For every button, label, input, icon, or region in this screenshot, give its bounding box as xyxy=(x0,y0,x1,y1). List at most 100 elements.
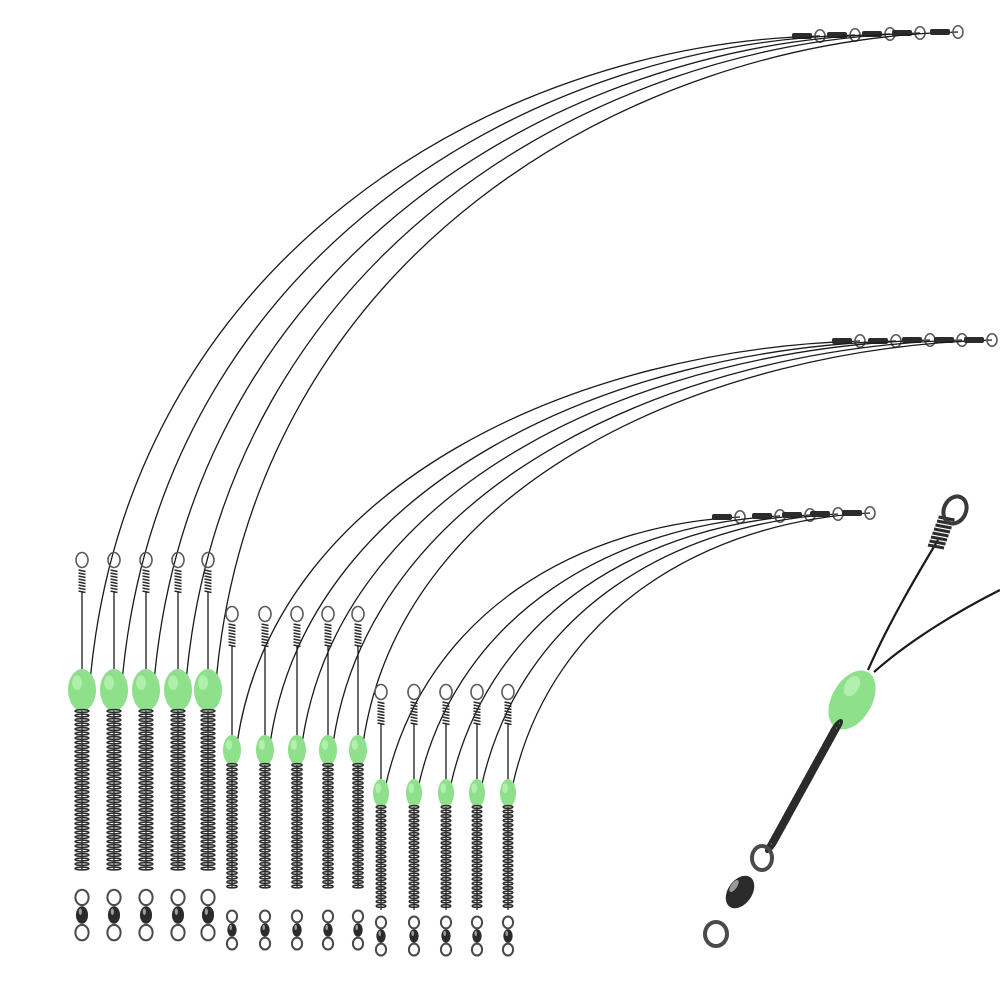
spring-coil-icon xyxy=(106,708,122,871)
snap-swivel-icon xyxy=(200,888,216,942)
glow-bead-icon xyxy=(319,735,337,765)
loop-eye-icon xyxy=(225,605,239,623)
wire-arc xyxy=(153,33,891,678)
rig-3-1 xyxy=(373,683,389,957)
loop-eye-icon xyxy=(854,333,866,349)
spring-coil-icon xyxy=(502,804,514,910)
loop-eye-icon xyxy=(986,332,998,348)
rig-3-2 xyxy=(406,683,422,957)
glow-bead-icon xyxy=(349,735,367,765)
loop-eye-icon xyxy=(439,683,453,701)
glow-bead-icon xyxy=(256,735,274,765)
snap-swivel-icon xyxy=(106,888,122,942)
glow-bead-icon xyxy=(438,779,454,807)
glow-bead-icon xyxy=(469,779,485,807)
crimp-sleeve xyxy=(228,623,236,648)
closeup-wire xyxy=(873,589,1000,673)
snap-swivel-icon xyxy=(321,909,335,951)
snap-swivel-icon xyxy=(170,888,186,942)
crimp-sleeve xyxy=(377,701,385,726)
glow-bead-icon xyxy=(68,669,96,711)
spring-coil-icon xyxy=(291,762,303,889)
spring-coil-icon xyxy=(259,762,271,889)
glow-bead-icon xyxy=(288,735,306,765)
loop-eye-icon xyxy=(171,551,185,569)
crimp-sleeve xyxy=(354,623,362,648)
rig-2-3 xyxy=(288,605,306,951)
glow-bead-icon xyxy=(406,779,422,807)
crimp-sleeve xyxy=(204,569,212,594)
wire-arc xyxy=(215,31,959,678)
glow-bead-icon xyxy=(223,735,241,765)
crimp-sleeve xyxy=(174,569,182,594)
rig-1-5 xyxy=(194,551,222,942)
loop-eye-icon xyxy=(941,494,969,526)
arc-end-crimp xyxy=(832,338,852,344)
spring-coil-icon xyxy=(352,762,364,889)
spring-coil-icon xyxy=(375,804,387,910)
snap-swivel-icon xyxy=(290,909,304,951)
wire-arc xyxy=(418,515,781,785)
wire-arc xyxy=(481,513,839,785)
snap-swivel-icon xyxy=(258,909,272,951)
arc-end-crimp xyxy=(782,512,802,518)
loop-eye-icon xyxy=(139,551,153,569)
crimp-sleeve xyxy=(78,569,86,594)
rig-3-5 xyxy=(500,683,516,957)
snap-swivel-icon xyxy=(225,909,239,951)
glow-bead-icon xyxy=(132,669,160,711)
glow-bead-icon xyxy=(500,779,516,807)
rig-bodies xyxy=(68,551,516,957)
glow-bead-icon xyxy=(194,669,222,711)
loop-eye-icon xyxy=(258,605,272,623)
loop-eye-icon xyxy=(75,551,89,569)
crimp-sleeve xyxy=(410,701,418,726)
loop-eye-icon xyxy=(374,683,388,701)
wire-arc xyxy=(385,516,741,785)
rig-3-4 xyxy=(469,683,485,957)
loop-eye-icon xyxy=(407,683,421,701)
wire-arc xyxy=(332,339,963,742)
wire-arc xyxy=(269,340,897,742)
arc-end-crimp xyxy=(842,510,862,516)
spring-coil-icon xyxy=(408,804,420,910)
crimp-sleeve xyxy=(261,623,269,648)
wire-arc xyxy=(301,339,931,742)
loop-eye-icon xyxy=(864,505,876,521)
wire-arc xyxy=(236,340,861,742)
rig-1-4 xyxy=(164,551,192,942)
rig-1-3 xyxy=(132,551,160,942)
rig-1-2 xyxy=(100,551,128,942)
loop-eye-icon xyxy=(952,24,964,40)
wire-arc xyxy=(121,34,856,678)
loop-eye-icon xyxy=(501,683,515,701)
loop-eye-icon xyxy=(470,683,484,701)
arc-end-crimp xyxy=(712,514,732,520)
crimp-sleeve xyxy=(442,701,450,726)
crimp-sleeve xyxy=(473,701,481,726)
rig-2-4 xyxy=(319,605,337,951)
loop-eye-icon xyxy=(321,605,335,623)
spring-coil-icon xyxy=(138,708,154,871)
crimp-sleeve xyxy=(142,569,150,594)
crimp-sleeve xyxy=(293,623,301,648)
crimp-sleeve xyxy=(324,623,332,648)
wire-arc xyxy=(185,32,921,678)
spring-coil-icon xyxy=(764,719,844,853)
wire-arc xyxy=(362,339,993,742)
snap-swivel-icon xyxy=(470,915,484,957)
snap-swivel-icon xyxy=(407,915,421,957)
rig-1-1 xyxy=(68,551,96,942)
arc-end-crimp xyxy=(964,337,984,343)
spring-coil-icon xyxy=(170,708,186,871)
rig-3-3 xyxy=(438,683,454,957)
arc-end-crimp xyxy=(930,29,950,35)
snap-swivel-icon xyxy=(703,844,774,948)
rig-2-5 xyxy=(349,605,367,951)
spring-coil-icon xyxy=(471,804,483,910)
loop-eye-icon xyxy=(201,551,215,569)
spring-coil-icon xyxy=(74,708,90,871)
closeup-wire xyxy=(866,539,939,671)
